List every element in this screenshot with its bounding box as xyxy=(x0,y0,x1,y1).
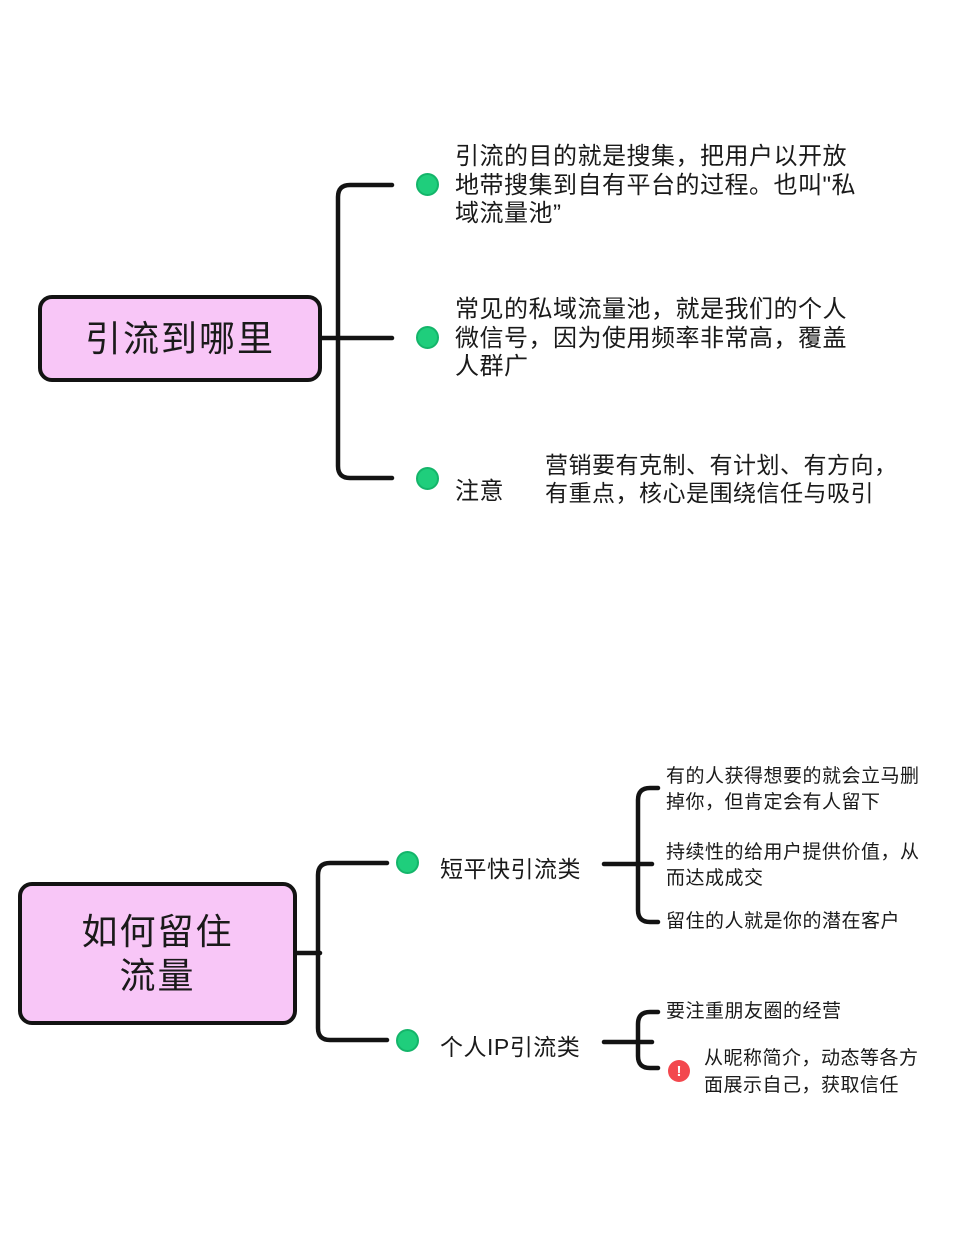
tree2-spine-line xyxy=(315,860,390,1043)
subbranch-provide-value-text[interactable]: 持续性的给用户提供价值，从 而达成成交 xyxy=(666,842,920,889)
green-dot-icon[interactable] xyxy=(396,1029,419,1052)
branch-quick-traffic-label[interactable]: 短平快引流类 xyxy=(440,856,581,882)
alert-icon: ! xyxy=(668,1060,690,1082)
subbranch-some-delete-you-text[interactable]: 有的人获得想要的就会立马删 掉你，但肯定会有人留下 xyxy=(666,766,920,813)
subbranch-potential-customers-text[interactable]: 留住的人就是你的潜在客户 xyxy=(666,911,901,932)
green-dot-icon[interactable] xyxy=(396,851,419,874)
branch-personal-ip-label[interactable]: 个人IP引流类 xyxy=(440,1034,581,1060)
tree1-spine-line xyxy=(335,182,395,481)
green-dot-icon[interactable] xyxy=(416,326,439,349)
subtree1-spine-line xyxy=(635,785,661,925)
branch-note-label[interactable]: 注意 xyxy=(455,478,504,505)
subbranch-moments-operation-text[interactable]: 要注重朋友圈的经营 xyxy=(666,1001,842,1022)
green-dot-icon[interactable] xyxy=(416,173,439,196)
root-node-where-to-direct-traffic[interactable]: 引流到哪里 xyxy=(38,295,322,382)
branch-private-pool-text[interactable]: 常见的私域流量池，就是我们的个人 微信号，因为使用频率非常高，覆盖 人群广 xyxy=(455,296,847,380)
green-dot-icon[interactable] xyxy=(416,467,439,490)
branch-note-text[interactable]: 营销要有克制、有计划、有方向， 有重点，核心是围绕信任与吸引 xyxy=(545,452,898,506)
root-node-how-to-retain-traffic[interactable]: 如何留住 流量 xyxy=(18,882,297,1025)
subtree2-spine-line xyxy=(635,1009,661,1071)
subbranch-show-yourself-text[interactable]: 从昵称简介，动态等各方 面展示自己，获取信任 xyxy=(704,1048,919,1096)
branch-traffic-purpose-text[interactable]: 引流的目的就是搜集，把用户以开放 地带搜集到自有平台的过程。也叫"私 域流量池” xyxy=(455,143,857,227)
